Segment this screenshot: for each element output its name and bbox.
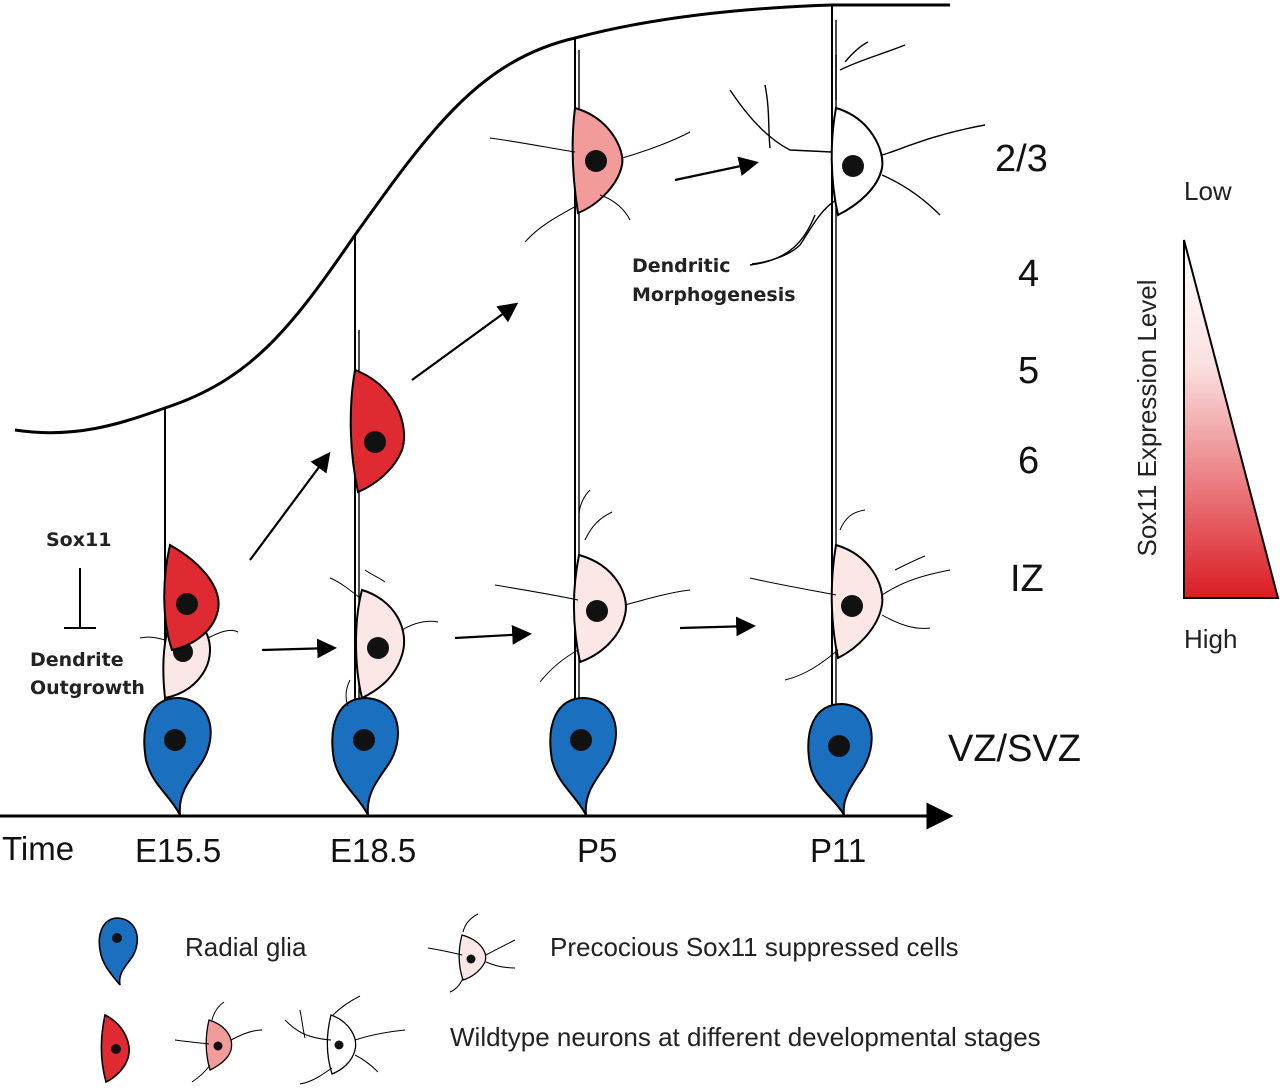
- dendritic-morphogenesis-line2: Morphogenesis: [632, 284, 796, 306]
- scale-title: Sox11 Expression Level: [1132, 279, 1162, 557]
- legend-wildtype-red-icon: [100, 1013, 130, 1084]
- inhibition-symbol: [64, 568, 96, 629]
- layer-label-2-3: 2/3: [995, 138, 1048, 180]
- suppressed-cell-p11: [749, 509, 951, 681]
- wildtype-cell-p5: [489, 106, 691, 243]
- dendritic-morphogenesis-line1: Dendritic: [632, 255, 731, 277]
- pial-surface-curve: [14, 3, 950, 435]
- radial-glia-e15: [143, 696, 212, 816]
- wildtype-cell-e18: [349, 368, 406, 494]
- legend-suppressed-label: Precocious Sox11 suppressed cells: [550, 932, 959, 962]
- legend-wildtype-white-icon: [284, 995, 406, 1085]
- migration-arrows: [249, 156, 759, 659]
- time-axis-label: Time: [2, 830, 75, 867]
- time-tick-e15-5: E15.5: [135, 832, 222, 869]
- radial-fibers: [164, 5, 833, 705]
- layer-label-6: 6: [1018, 440, 1040, 482]
- legend-wildtype-label: Wildtype neurons at different developmen…: [450, 1022, 1041, 1052]
- sox11-label: Sox11: [46, 529, 112, 551]
- legend-radial-glia-icon: [98, 917, 138, 986]
- wildtype-cell-e15: [163, 543, 220, 652]
- mature-neuron-p11: [729, 41, 986, 265]
- suppressed-cell-p5: [494, 489, 691, 683]
- time-tick-p11: P11: [810, 832, 867, 869]
- layer-label-4: 4: [1018, 253, 1040, 295]
- scale-low-label: Low: [1184, 176, 1232, 206]
- time-tick-e18-5: E18.5: [330, 832, 417, 869]
- legend-radial-glia-label: Radial glia: [185, 932, 307, 962]
- legend-suppressed-icon: [427, 913, 516, 993]
- dendrite-outgrowth-line1: Dendrite: [30, 649, 124, 671]
- scale-high-label: High: [1184, 624, 1238, 654]
- sox11-gradient-triangle: [1183, 239, 1280, 599]
- suppressed-cell-e18: [329, 569, 439, 707]
- layer-label-5: 5: [1018, 350, 1040, 392]
- radial-glia-p11: [807, 702, 873, 816]
- radial-glia-e18: [331, 696, 399, 816]
- time-tick-p5: P5: [577, 832, 618, 869]
- layer-label-iz: IZ: [1010, 558, 1044, 600]
- dendrite-outgrowth-line2: Outgrowth: [30, 677, 145, 699]
- layer-label-vz-svz: VZ/SVZ: [948, 728, 1082, 770]
- legend-wildtype-pink-icon: [174, 1001, 263, 1083]
- radial-glia-p5: [549, 696, 617, 816]
